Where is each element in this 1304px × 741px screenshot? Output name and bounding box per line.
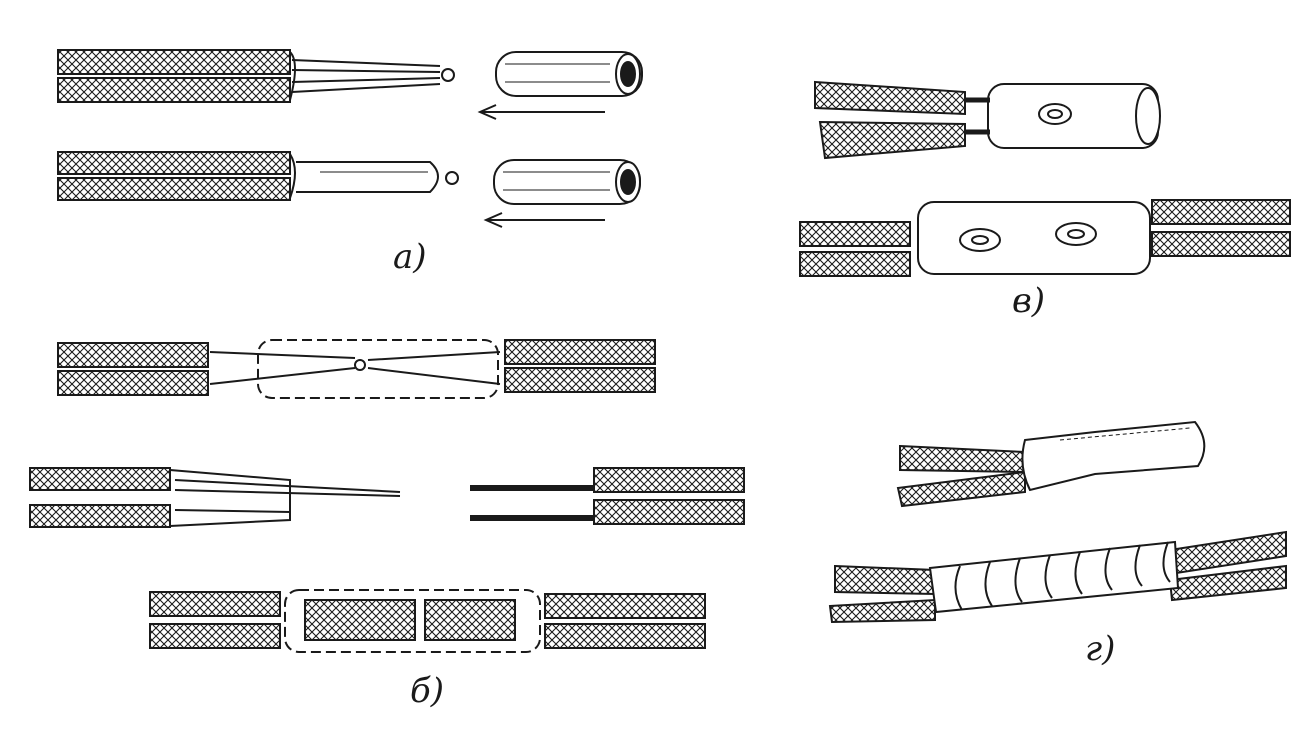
arrow-middle bbox=[483, 212, 605, 228]
panel-a-label: а) bbox=[393, 237, 427, 277]
sleeve-middle bbox=[493, 159, 641, 205]
panel-g-label: г) bbox=[1085, 629, 1115, 669]
joined-cable-b3 bbox=[149, 589, 706, 653]
panel-v-label: в) bbox=[1012, 281, 1045, 321]
cable-stripped-top bbox=[57, 49, 455, 103]
panel-g bbox=[828, 420, 1287, 624]
panel-b-label: б) bbox=[410, 671, 444, 711]
panel-b bbox=[29, 339, 745, 653]
cable-with-tube-g1 bbox=[896, 420, 1206, 508]
joined-cable-v2 bbox=[799, 199, 1291, 277]
panel-a bbox=[57, 49, 643, 228]
cable-tube-middle bbox=[57, 151, 459, 201]
wrapped-joint-g2 bbox=[828, 530, 1287, 624]
sleeve-top bbox=[495, 51, 643, 97]
panel-v bbox=[799, 80, 1291, 277]
separated-cable-b2 bbox=[29, 467, 745, 528]
arrow-top bbox=[477, 104, 605, 120]
joined-cable-v1 bbox=[814, 80, 1161, 160]
joined-cable-b1 bbox=[57, 339, 656, 399]
